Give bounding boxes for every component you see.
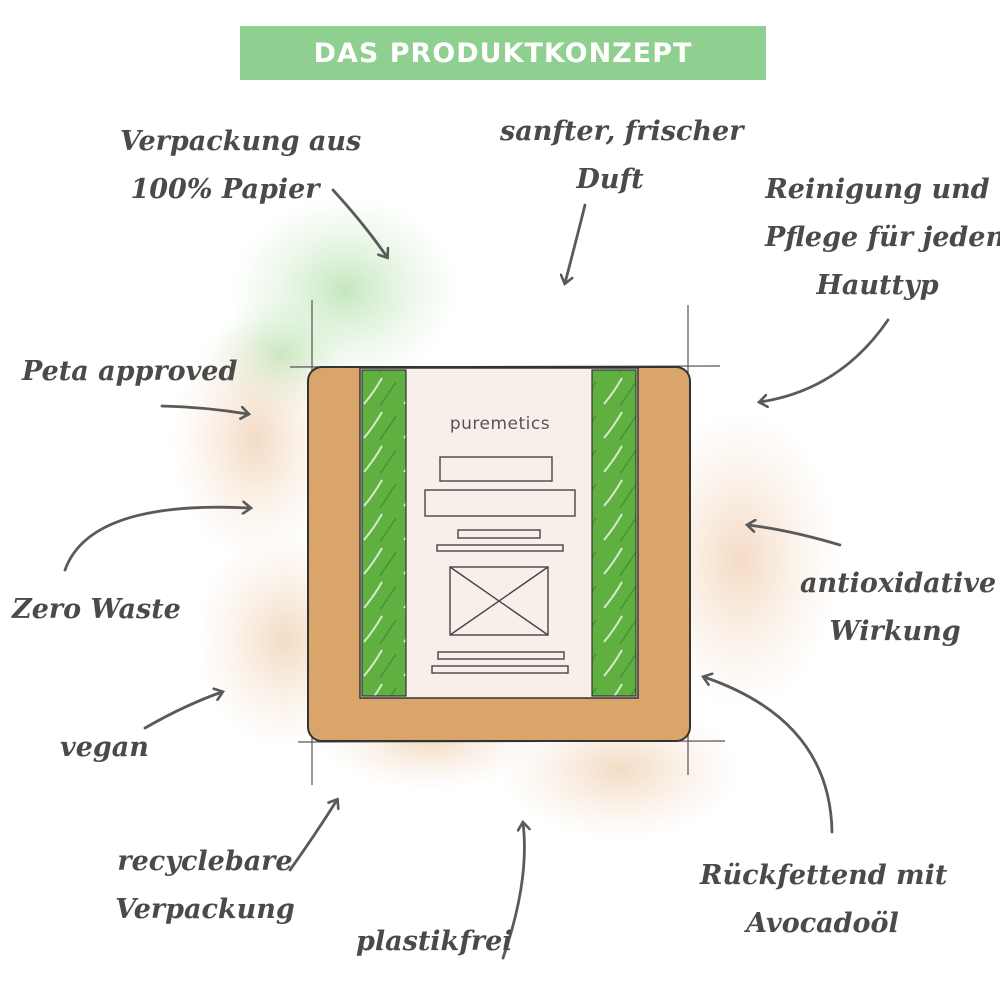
arrow-zero-waste [63,507,250,572]
leaf-strip-left [361,369,407,697]
callout-arrows [63,188,890,960]
leaf-strip-right [591,369,637,697]
label-rueckfettend-line1: Rückfettend mit [700,860,948,891]
arrow-vegan [143,692,222,730]
label-wireframe [424,456,576,674]
label-reinigung-line3: Hauttyp [816,270,939,301]
label-rueckfettend-line2: Avocadoöl [746,908,899,939]
page-title: DAS PRODUKTKONZEPT [313,37,693,69]
label-reinigung-line2: Pflege für jeden [765,222,1000,253]
arrow-verpackung [331,188,387,257]
label-duft-line2: Duft [576,164,644,195]
image-placeholder [449,566,549,636]
arrow-duft [565,203,587,283]
label-verpackung: Verpackung aus 100% Papier [120,118,362,214]
title-banner: DAS PRODUKTKONZEPT [240,26,766,80]
brand-logo: puremetics [449,414,551,434]
label-duft: sanfter, frischer Duft [500,108,744,204]
label-duft-line1: sanfter, frischer [500,116,744,147]
label-vegan: vegan [60,732,149,763]
label-reinigung: Reinigung und Pflege für jeden Hauttyp [765,166,1000,310]
label-plastikfrei: plastikfrei [356,926,513,957]
arrow-peta [160,404,248,414]
label-zero-waste: Zero Waste [12,594,181,625]
label-rueckfettend: Rückfettend mit Avocadoöl [700,852,948,948]
arrow-rueckfettend [704,677,834,834]
arrow-recyclebar [288,800,337,872]
label-antioxidativ-line2: Wirkung [829,616,961,647]
arrow-antioxidativ [748,525,842,547]
label-recyclebar: recyclebare Verpackung [110,838,300,934]
label-antioxidativ: antioxidative Wirkung [800,560,997,656]
label-verpackung-line1: Verpackung aus [120,126,362,157]
label-antioxidativ-line1: antioxidative [800,568,997,599]
label-recyclebar-line2: Verpackung [115,894,295,925]
label-recyclebar-line1: recyclebare [117,846,293,877]
label-verpackung-line2: 100% Papier [130,174,320,205]
label-peta: Peta approved [22,356,238,387]
arrow-reinigung [760,318,890,402]
arrow-plastikfrei [501,823,524,960]
label-reinigung-line1: Reinigung und [765,174,990,205]
